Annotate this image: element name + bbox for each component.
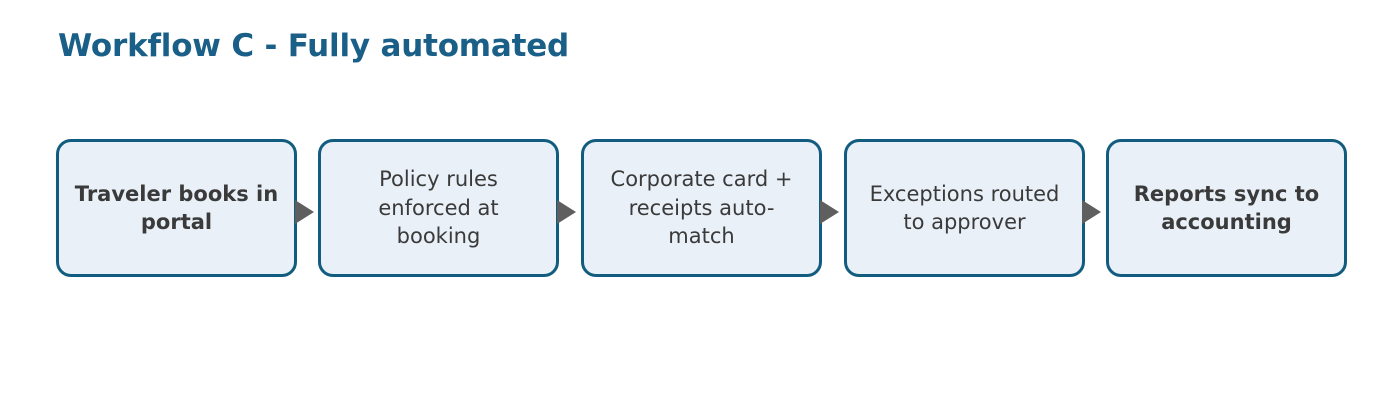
flow-step-row: Traveler books in portal Policy rules en…	[56, 139, 1400, 279]
flow-step-4[interactable]: Exceptions routed to approver	[844, 139, 1085, 277]
flow-arrow-2-to-3-icon	[557, 200, 576, 224]
flow-step-4-label: Exceptions routed to approver	[869, 181, 1060, 235]
flow-step-3-label: Corporate card + receipts auto- match	[610, 167, 793, 249]
flow-step-1-label: Traveler books in portal	[74, 181, 279, 235]
flow-arrow-4-to-5-icon	[1082, 200, 1101, 224]
flow-step-1[interactable]: Traveler books in portal	[56, 139, 297, 277]
diagram-title: Workflow C - Fully automated	[58, 28, 570, 64]
flow-arrow-3-to-4-icon	[820, 200, 839, 224]
flow-step-3[interactable]: Corporate card + receipts auto- match	[581, 139, 822, 277]
flow-step-5[interactable]: Reports sync to accounting	[1106, 139, 1347, 277]
flow-step-2-label: Policy rules enforced at booking	[378, 167, 499, 249]
flow-step-5-label: Reports sync to accounting	[1133, 181, 1320, 235]
flow-arrow-1-to-2-icon	[295, 200, 314, 224]
flow-step-2[interactable]: Policy rules enforced at booking	[318, 139, 559, 277]
